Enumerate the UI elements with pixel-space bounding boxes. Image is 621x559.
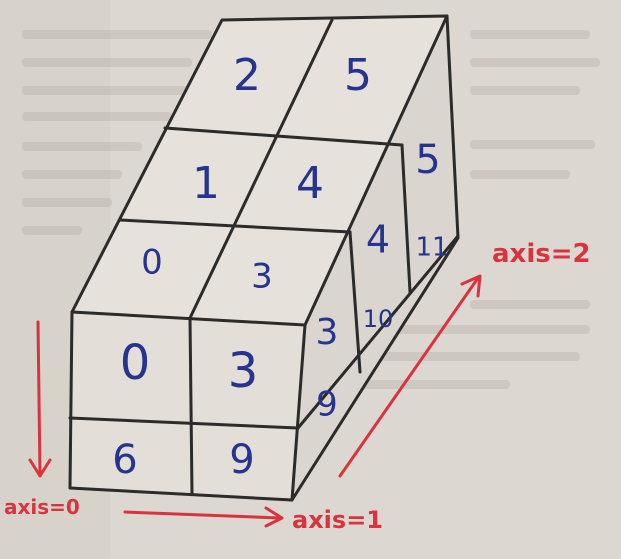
- front-cell-1-0: 6: [112, 437, 137, 483]
- front-cell-0-0: 0: [120, 335, 151, 391]
- top-cell-1-1: 4: [296, 158, 324, 209]
- front-cell-0-1: 3: [228, 343, 259, 399]
- side-face: [292, 16, 458, 500]
- axis-2-label: axis=2: [492, 239, 591, 269]
- axis-1-arrow: [123, 506, 284, 528]
- top-cell-0-0: 2: [233, 50, 261, 101]
- side-cell-mid-bottom: 10: [363, 305, 394, 333]
- top-cell-2-1: 3: [251, 257, 273, 297]
- axis-0-arrow: [28, 320, 52, 478]
- top-cell-2-0: 0: [141, 243, 163, 283]
- front-face: [70, 312, 305, 500]
- background-bleed-text: [22, 30, 600, 389]
- axis-2-arrow: [338, 274, 482, 478]
- front-cell-1-1: 9: [229, 437, 254, 483]
- side-cell-far-bottom: 11: [415, 233, 448, 263]
- axis-0-label: axis=0: [4, 495, 80, 519]
- axis-1-label: axis=1: [292, 506, 383, 534]
- side-cell-mid-top: 4: [366, 218, 390, 262]
- side-cell-far-top: 5: [415, 137, 440, 183]
- cube-edges: [68, 14, 460, 502]
- side-cell-near-top: 3: [316, 312, 339, 353]
- top-cell-1-0: 1: [192, 158, 220, 209]
- top-cell-0-1: 5: [344, 50, 372, 101]
- side-cell-near-bottom: 9: [316, 385, 338, 425]
